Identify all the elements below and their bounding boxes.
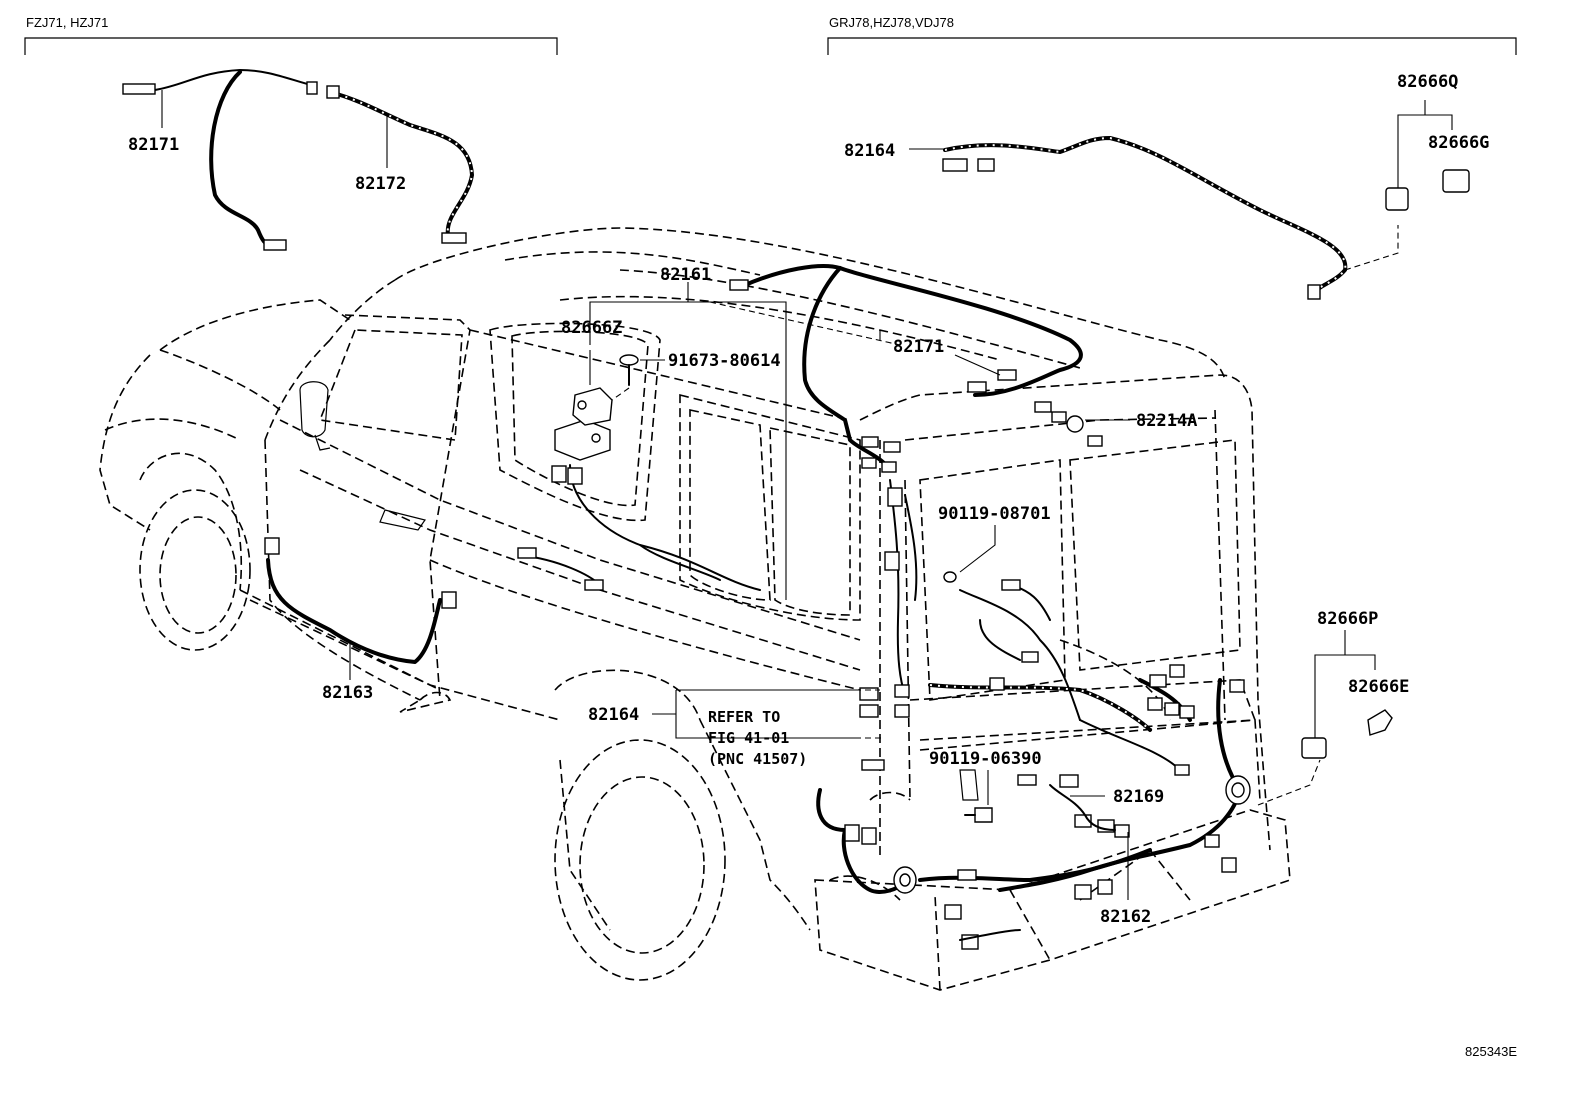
part-label-82172: 82172 (355, 174, 406, 194)
harness-82171-variant (122, 68, 318, 251)
bolt-91673-80614 (611, 354, 665, 401)
refer-note-line2: FIG 41-01 (708, 729, 789, 747)
harness-82169 (1017, 774, 1116, 831)
part-label-82666G: 82666G (1428, 133, 1489, 153)
left-variant-bracket: FZJ71, HZJ71 (24, 15, 558, 55)
harness-82164-variant (909, 136, 1399, 300)
harness-tailgate (928, 579, 1190, 776)
left-variant-header: FZJ71, HZJ71 (26, 15, 108, 30)
part-label-82162: 82162 (1100, 907, 1151, 927)
part-label-82164-refer: 82164 (588, 705, 639, 725)
lead-82214A (1034, 401, 1130, 447)
leader-82161 (589, 282, 901, 600)
part-label-82171-top: 82171 (128, 135, 179, 155)
part-label-91673-80614: 91673-80614 (668, 351, 781, 371)
vehicle-body-outline (99, 227, 1291, 991)
harness-rear-right (998, 664, 1251, 892)
part-label-82666Q: 82666Q (1397, 72, 1458, 92)
bolt-90119-06390 (959, 769, 993, 823)
part-label-82164-top: 82164 (844, 141, 895, 161)
bracket-82666Z (551, 350, 761, 591)
part-label-90119-08701: 90119-08701 (938, 504, 1051, 524)
harness-82172-variant (326, 85, 474, 244)
harness-rear-pillar (859, 479, 918, 718)
part-label-82163: 82163 (322, 683, 373, 703)
refer-note-line3: (PNC 41507) (708, 750, 807, 768)
right-variant-bracket: GRJ78,HZJ78,VDJ78 (827, 15, 1517, 55)
harness-82171-roof (729, 264, 1083, 473)
part-label-82171-roof: 82171 (893, 337, 944, 357)
part-label-90119-06390: 90119-06390 (929, 749, 1042, 769)
clamp-82666Q-group (1385, 100, 1470, 211)
part-label-82214A: 82214A (1136, 411, 1197, 431)
screw-90119-08701 (943, 525, 996, 583)
harness-82163 (264, 537, 457, 680)
right-variant-header: GRJ78,HZJ78,VDJ78 (829, 15, 954, 30)
part-label-82666E: 82666E (1348, 677, 1409, 697)
harness-side-mid (517, 544, 721, 591)
part-label-82169: 82169 (1113, 787, 1164, 807)
refer-note-box (652, 689, 885, 739)
part-label-82161: 82161 (660, 265, 711, 285)
refer-note-line1: REFER TO (708, 708, 780, 726)
clamp-82666P-group (1257, 630, 1393, 806)
part-label-82666P: 82666P (1317, 609, 1378, 629)
illustration-number: 825343E (1465, 1044, 1517, 1059)
part-label-82666Z: 82666Z (561, 318, 622, 338)
